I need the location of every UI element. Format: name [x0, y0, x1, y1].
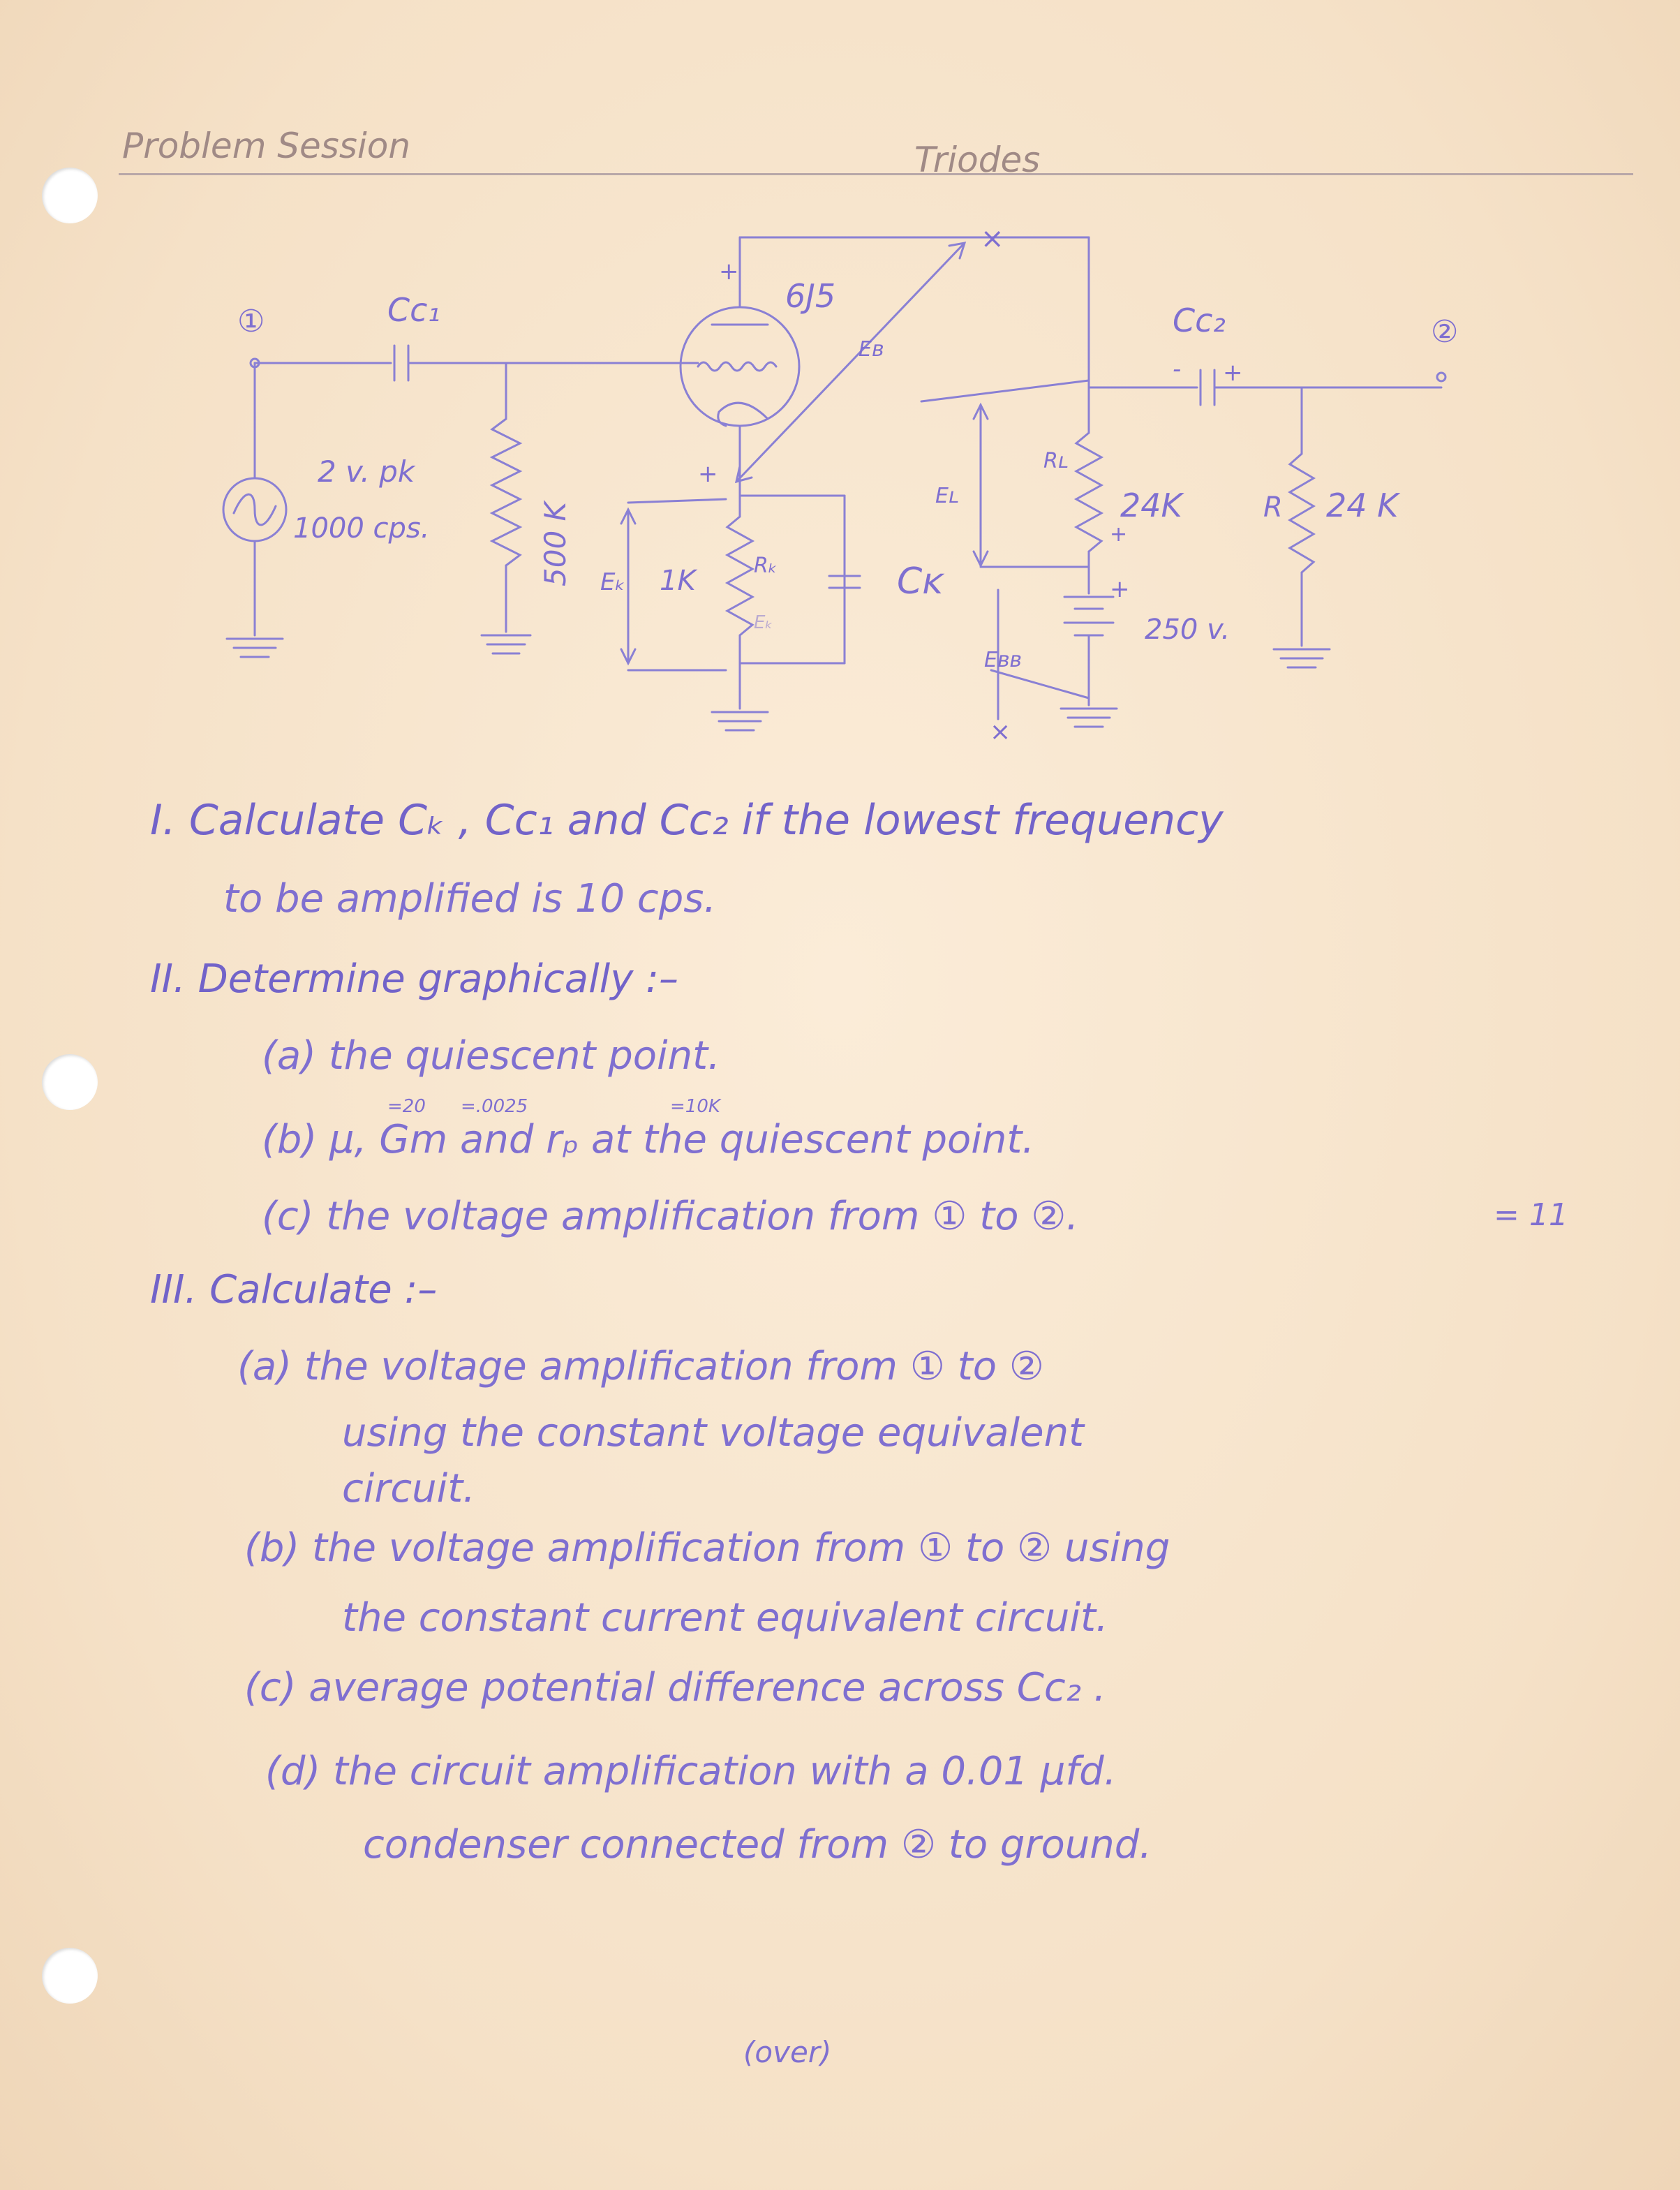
- plate-cross-mark: ×: [981, 223, 1004, 255]
- header-left: Problem Session: [122, 126, 411, 166]
- node-in-label: ①: [237, 304, 265, 339]
- rl-plus-sign: +: [1110, 522, 1127, 547]
- battery-plus-sign: +: [1110, 575, 1130, 603]
- q3-part-d-line1: (d) the circuit amplification with a 0.0…: [265, 1749, 1117, 1794]
- q2-part-c: (c) the voltage amplification from ① to …: [262, 1194, 1079, 1239]
- rk-value-label: 1K: [660, 565, 697, 597]
- tube-label: 6J5: [785, 277, 835, 315]
- grid-resistor-label: 500 K: [538, 499, 572, 586]
- q2-part-b: (b) μ, Gm and rₚ at the quiescent point.: [262, 1117, 1035, 1162]
- cathode-resistor: [724, 515, 755, 637]
- q2-part-c-answer: = 11: [1494, 1197, 1568, 1233]
- q2-heading: II. Determine graphically :–: [150, 956, 679, 1002]
- ebb-cross-mark: ×: [990, 718, 1011, 746]
- q3-part-a-line2: using the constant voltage equivalent: [342, 1410, 1085, 1456]
- q3-part-b-line2: the constant current equivalent circuit.: [342, 1595, 1108, 1641]
- r-value-label: 24 K: [1326, 487, 1401, 524]
- supply-voltage-label: 250 v.: [1145, 614, 1230, 646]
- q3-part-d-line2: condenser connected from ② to ground.: [363, 1822, 1152, 1867]
- ek-label: Eₖ: [600, 568, 625, 596]
- ek-inner-label: Eₖ: [754, 612, 773, 633]
- output-resistor: [1288, 452, 1316, 574]
- q3-part-c: (c) average potential difference across …: [244, 1665, 1106, 1710]
- binder-hole-top: [42, 168, 98, 223]
- eb-label: Eʙ: [858, 337, 884, 362]
- binder-hole-bottom: [42, 1948, 98, 2004]
- q2-gm-note: =.0025: [461, 1096, 528, 1117]
- r-label: R: [1263, 491, 1283, 524]
- triode-amplifier-schematic: ① Cc₁ 6J5 Eʙ + + × Cc₂ - + ② 2 v. pk 100…: [222, 223, 1458, 746]
- el-label: Eʟ: [935, 484, 959, 508]
- cc2-minus-sign: -: [1173, 355, 1181, 383]
- q2-rp-note: =10K: [670, 1096, 720, 1117]
- source-amplitude-label: 2 v. pk: [318, 454, 416, 489]
- q2-mu-note: =20: [387, 1096, 426, 1117]
- rl-value-label: 24K: [1120, 487, 1185, 524]
- q1-line2: to be amplified is 10 cps.: [223, 876, 717, 922]
- ebb-label: Eʙʙ: [984, 648, 1022, 672]
- cc2-plus-sign: +: [1223, 359, 1243, 387]
- q1-line1: I. Calculate Cₖ , Cc₁ and Cc₂ if the low…: [150, 796, 1224, 845]
- binder-hole-middle: [42, 1054, 98, 1110]
- q3-part-a-line3: circuit.: [342, 1466, 475, 1511]
- node-out-label: ②: [1431, 314, 1458, 350]
- q3-part-a-line1: (a) the voltage amplification from ① to …: [237, 1344, 1045, 1389]
- cathode-plus-sign: +: [698, 460, 718, 488]
- ck-label: Cᴋ: [897, 561, 945, 602]
- rl-label: Rʟ: [1043, 449, 1069, 473]
- output-terminal: [1436, 371, 1447, 383]
- plate-plus-sign: +: [719, 258, 739, 286]
- source-frequency-label: 1000 cps.: [293, 512, 429, 545]
- footer-over: (over): [743, 2035, 832, 2069]
- header-rule: [119, 173, 1633, 175]
- cc2-label: Cc₂: [1173, 302, 1226, 339]
- load-resistor: [1073, 431, 1104, 553]
- rk-label: Rₖ: [754, 554, 778, 578]
- q3-heading: III. Calculate :–: [150, 1267, 438, 1312]
- cc1-label: Cc₁: [387, 291, 440, 329]
- grid-resistor: [489, 417, 523, 567]
- q2-part-a: (a) the quiescent point.: [262, 1033, 720, 1079]
- q3-part-b-line1: (b) the voltage amplification from ① to …: [244, 1525, 1170, 1571]
